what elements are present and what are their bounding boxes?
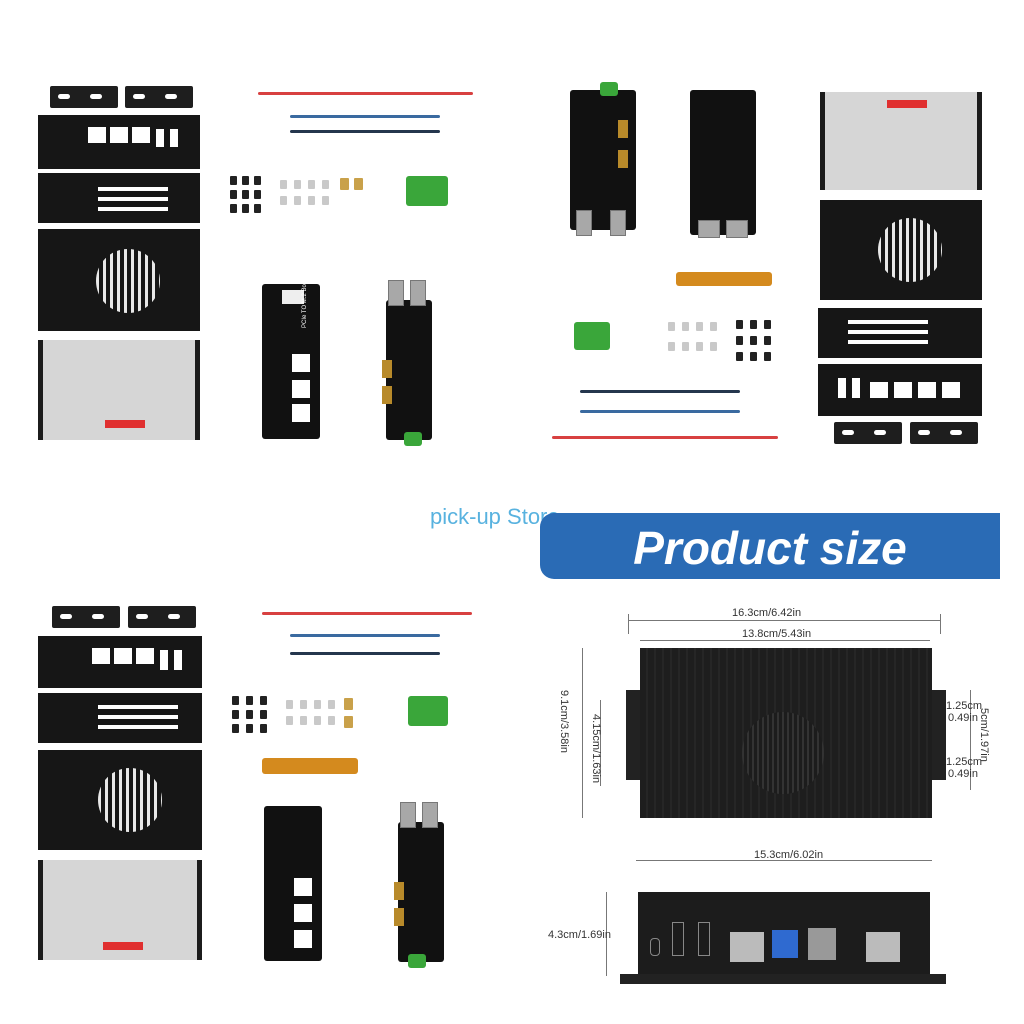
red-cable	[258, 92, 473, 95]
ear-offset-bottom-cm: 1.25cm	[946, 756, 983, 768]
rear-panel	[38, 693, 202, 743]
mounting-bracket	[52, 606, 120, 628]
enclosure-top	[820, 200, 982, 300]
red-cable	[552, 436, 778, 439]
hdmi-adapter-board	[382, 280, 432, 446]
pcie-m2-board	[264, 806, 322, 961]
overall-length-label: 16.3cm/6.42in	[732, 607, 802, 619]
ear-offset-top-cm: 1.25cm	[946, 700, 983, 712]
terminal-block	[574, 322, 610, 350]
front-panel	[38, 636, 202, 688]
enclosure-top	[38, 229, 200, 331]
board-label: PCIe TO M.2 Board (C)	[302, 265, 308, 328]
pcie-m2-board: PCIe TO M.2 Board (C)	[262, 266, 320, 439]
enclosure-bottom	[38, 860, 202, 960]
blue-cable	[580, 390, 740, 393]
rear-panel	[818, 308, 982, 358]
blue-cable	[580, 410, 740, 413]
mounting-bracket	[125, 86, 193, 108]
blue-cable	[290, 634, 440, 637]
mounting-bracket	[834, 422, 902, 444]
ear-offset-top-in: 0.49in	[948, 712, 978, 724]
enclosure-top-view	[640, 648, 932, 818]
inner-depth-label: 4.15cm/1.63in	[590, 714, 602, 784]
body-length-label: 13.8cm/5.43in	[742, 628, 812, 640]
usb-adapter-board	[690, 90, 756, 238]
fpc-cable	[262, 758, 358, 774]
enclosure-front-view	[638, 892, 930, 976]
hdmi-adapter-board	[394, 802, 444, 968]
mounting-bracket	[50, 86, 118, 108]
fpc-cable	[676, 272, 772, 286]
banner-title: Product size	[633, 522, 907, 574]
hdmi-adapter-board	[570, 82, 636, 236]
red-cable	[262, 612, 472, 615]
blue-cable	[290, 652, 440, 655]
ear-offset-bottom-in: 0.49in	[948, 768, 978, 780]
rear-panel	[38, 173, 200, 223]
ear-span-label: 5cm/1.97in	[978, 708, 990, 762]
blue-cable	[290, 130, 440, 133]
blue-cable	[290, 115, 440, 118]
enclosure-bottom	[38, 340, 200, 440]
enclosure-bottom	[820, 92, 982, 190]
base-length-label: 15.3cm/6.02in	[754, 849, 824, 861]
product-size-banner: Product size	[540, 513, 1000, 579]
front-panel	[818, 364, 982, 416]
mounting-bracket	[128, 606, 196, 628]
front-panel	[38, 115, 200, 169]
depth-label: 9.1cm/3.58in	[558, 690, 570, 753]
terminal-block	[408, 696, 448, 726]
height-label: 4.3cm/1.69in	[548, 929, 611, 941]
terminal-block	[406, 176, 448, 206]
enclosure-top	[38, 750, 202, 850]
watermark: pick-up Store	[430, 504, 560, 529]
mounting-bracket	[910, 422, 978, 444]
